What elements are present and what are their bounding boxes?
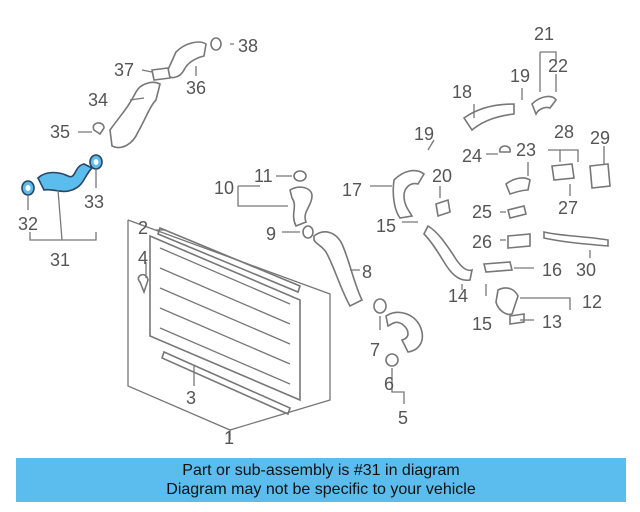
clip-24[interactable] — [499, 145, 511, 153]
callout-34: 34 — [88, 90, 108, 110]
callout-16: 16 — [542, 260, 562, 280]
clamp-38[interactable] — [210, 37, 222, 51]
callout-31: 31 — [50, 250, 70, 270]
callout-36: 36 — [186, 78, 206, 98]
callout-9: 9 — [266, 224, 276, 244]
hose-12[interactable] — [495, 287, 519, 316]
callout-25: 25 — [472, 202, 492, 222]
callout-19b: 19 — [414, 124, 434, 144]
bracket-30[interactable] — [543, 230, 609, 247]
callout-19a: 19 — [510, 66, 530, 86]
callout-21: 21 — [534, 24, 554, 44]
callout-11: 11 — [254, 166, 273, 186]
callout-24: 24 — [462, 146, 482, 166]
callout-5: 5 — [398, 408, 408, 428]
hose-36[interactable] — [165, 41, 207, 79]
pipe-8[interactable] — [313, 231, 364, 308]
callout-6: 6 — [384, 374, 394, 394]
highlighted-hose-assembly[interactable] — [21, 154, 103, 196]
hose-28[interactable] — [551, 163, 575, 181]
callout-12: 12 — [582, 292, 602, 312]
banner-line-2: Diagram may not be specific to your vehi… — [166, 481, 476, 498]
bracket-20[interactable] — [435, 198, 451, 218]
callout-37: 37 — [114, 60, 134, 80]
callout-13: 13 — [542, 312, 562, 332]
callout-23: 23 — [516, 140, 536, 160]
intake-pipe-34[interactable] — [109, 81, 161, 149]
clamp-7[interactable] — [373, 298, 387, 314]
bracket-16[interactable] — [482, 261, 514, 273]
valve-29[interactable] — [589, 163, 611, 189]
hose-31[interactable] — [37, 163, 94, 193]
callout-8: 8 — [362, 262, 372, 282]
callout-22: 22 — [548, 56, 568, 76]
callout-32: 32 — [18, 214, 38, 234]
hose-18[interactable] — [462, 103, 515, 132]
callout-7: 7 — [370, 340, 380, 360]
intercooler-1[interactable] — [149, 234, 301, 402]
info-banner: Part or sub-assembly is #31 in diagram D… — [16, 458, 626, 502]
clamp-6[interactable] — [385, 353, 399, 367]
hose-10[interactable] — [289, 186, 313, 228]
hose-21[interactable] — [531, 95, 557, 116]
bracket-26[interactable] — [507, 233, 531, 249]
callout-3: 3 — [186, 388, 196, 408]
callout-14: 14 — [448, 286, 468, 306]
callout-18: 18 — [452, 82, 472, 102]
hose-5[interactable] — [385, 311, 424, 353]
hose-17[interactable] — [392, 169, 426, 219]
clamp-9[interactable] — [302, 225, 314, 239]
callout-28: 28 — [554, 122, 574, 142]
callout-10: 10 — [214, 178, 234, 198]
callout-1: 1 — [224, 428, 234, 448]
hose-23[interactable] — [505, 177, 531, 195]
callout-26: 26 — [472, 232, 492, 252]
callout-30: 30 — [576, 260, 596, 280]
callout-17: 17 — [342, 180, 362, 200]
callout-27: 27 — [558, 198, 578, 218]
callout-15a: 15 — [376, 216, 396, 236]
callout-20: 20 — [432, 166, 452, 186]
bracket-25[interactable] — [507, 205, 527, 219]
callout-29: 29 — [590, 128, 610, 148]
clamp-11[interactable] — [293, 170, 307, 182]
pipe-14[interactable] — [423, 224, 474, 282]
callout-35: 35 — [50, 122, 70, 142]
callout-4: 4 — [138, 248, 148, 268]
banner-line-1: Part or sub-assembly is #31 in diagram — [182, 462, 460, 479]
clip-4[interactable] — [137, 273, 149, 295]
callout-33: 33 — [84, 192, 104, 212]
callout-15b: 15 — [472, 314, 492, 334]
clip-35[interactable] — [92, 122, 105, 136]
clamp-13[interactable] — [509, 313, 525, 325]
bracket-37[interactable] — [151, 67, 171, 81]
callout-2: 2 — [138, 218, 148, 238]
callout-38: 38 — [238, 36, 258, 56]
